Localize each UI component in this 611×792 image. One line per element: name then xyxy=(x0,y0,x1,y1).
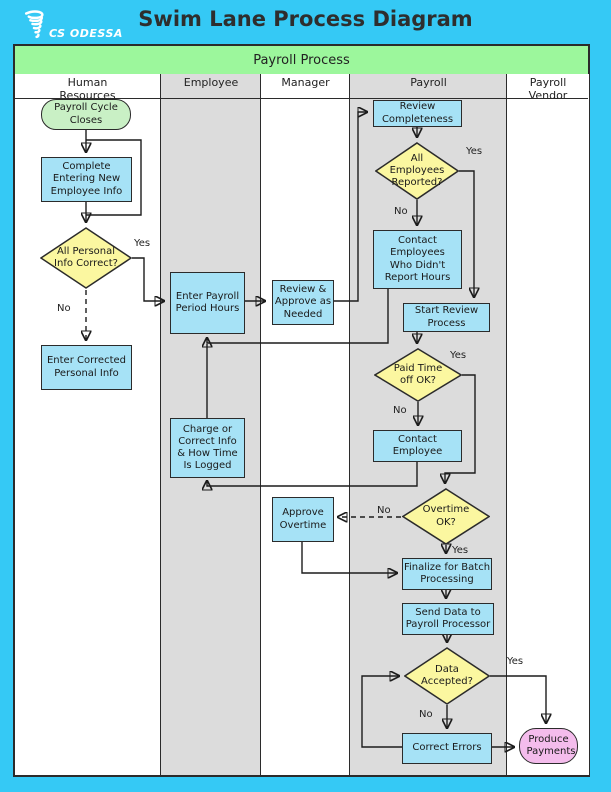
node-review-completeness[interactable]: Review Completeness xyxy=(373,100,462,127)
lane-manager: Manager xyxy=(260,74,350,775)
diamond-shape xyxy=(374,348,462,402)
diamond-shape xyxy=(375,142,459,200)
node-paid-time-off-ok[interactable]: Paid Time off OK? xyxy=(374,348,462,402)
node-overtime-ok[interactable]: Overtime OK? xyxy=(402,488,490,545)
node-all-employees-reported[interactable]: All Employees Reported? xyxy=(375,142,459,200)
node-contact-employee[interactable]: Contact Employee xyxy=(373,430,462,462)
node-payroll-cycle-closes[interactable]: Payroll Cycle Closes xyxy=(41,99,131,130)
node-complete-entering-new-employee-info[interactable]: Complete Entering New Employee Info xyxy=(41,157,132,202)
edge-label-yes: Yes xyxy=(452,545,469,556)
node-review-approve-as-needed[interactable]: Review & Approve as Needed xyxy=(272,280,334,325)
node-charge-or-correct-info[interactable]: Charge or Correct Info & How Time Is Log… xyxy=(170,418,245,478)
node-send-data-to-payroll-processor[interactable]: Send Data to Payroll Processor xyxy=(402,603,494,635)
tornado-icon xyxy=(24,10,44,39)
edge-label-no: No xyxy=(57,303,71,314)
node-data-accepted[interactable]: Data Accepted? xyxy=(404,647,490,705)
lane-header: Manager xyxy=(281,76,330,89)
edge-label-no: No xyxy=(377,505,391,516)
lane-header-separator xyxy=(15,98,588,99)
node-enter-payroll-period-hours[interactable]: Enter Payroll Period Hours xyxy=(170,272,245,334)
edge-label-yes: Yes xyxy=(450,350,467,361)
logo-text: CS ODESSA xyxy=(49,27,123,40)
node-produce-payments[interactable]: Produce Payments xyxy=(519,728,578,764)
edge-label-no: No xyxy=(419,709,433,720)
node-finalize-for-batch-processing[interactable]: Finalize for Batch Processing xyxy=(402,558,492,590)
node-start-review-process[interactable]: Start Review Process xyxy=(403,303,490,332)
node-contact-employees-who-didnt-report-hours[interactable]: Contact Employees Who Didn't Report Hour… xyxy=(373,230,462,289)
edge-label-yes: Yes xyxy=(507,656,524,667)
node-all-personal-info-correct[interactable]: All Personal Info Correct? xyxy=(40,227,132,289)
edge-label-yes: Yes xyxy=(134,238,151,249)
edge-label-no: No xyxy=(393,405,407,416)
edge-label-no: No xyxy=(394,206,408,217)
process-band: Payroll Process xyxy=(15,46,588,75)
lane-header: Payroll xyxy=(410,76,447,89)
diamond-shape xyxy=(404,647,490,705)
lane-header: Employee xyxy=(183,76,239,89)
lane-payroll-vendor: Payroll Vendor xyxy=(506,74,589,775)
diamond-shape xyxy=(40,227,132,289)
node-correct-errors[interactable]: Correct Errors xyxy=(402,733,492,764)
edge-label-yes: Yes xyxy=(466,146,483,157)
page-title: Swim Lane Process Diagram xyxy=(138,7,473,31)
node-enter-corrected-personal-info[interactable]: Enter Corrected Personal Info xyxy=(41,345,132,390)
diagram-frame: Payroll Process Human Resources Employee… xyxy=(13,44,590,777)
node-approve-overtime[interactable]: Approve Overtime xyxy=(272,497,334,542)
cs-odessa-logo: CS ODESSA xyxy=(20,4,130,42)
